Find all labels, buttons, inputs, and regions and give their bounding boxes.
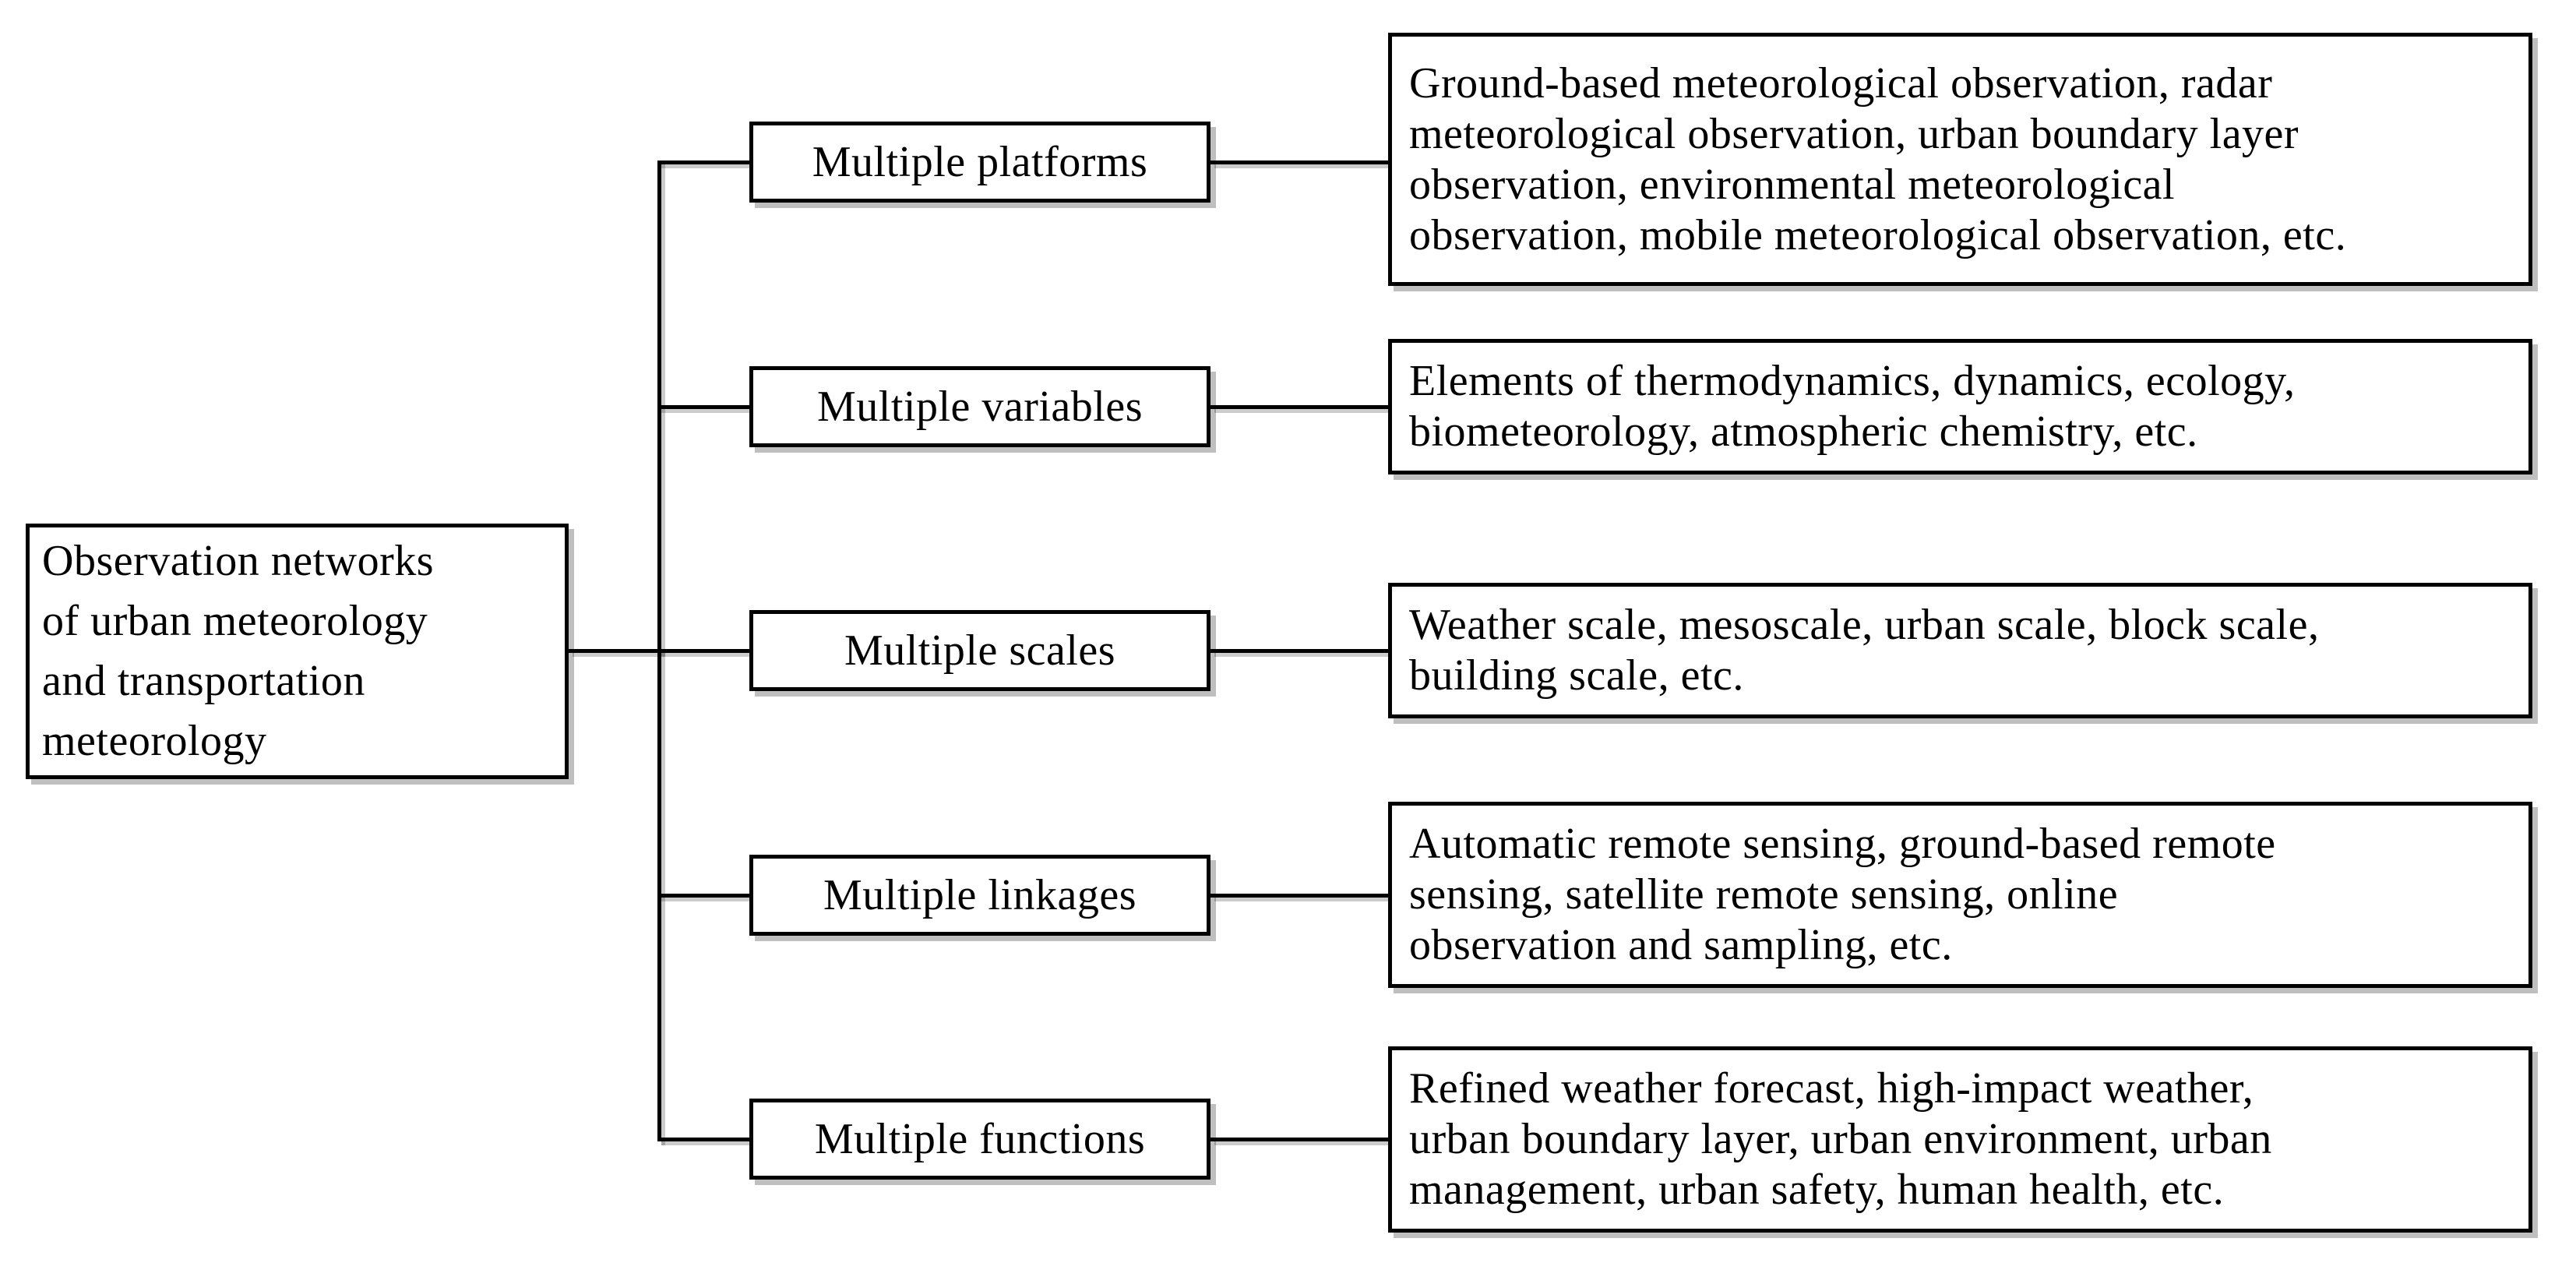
- category-box-scales: Multiple scales: [749, 610, 1210, 691]
- branch-line-right-variables: [1210, 405, 1390, 409]
- description-text-platforms: Ground-based meteorological observation,…: [1409, 58, 2347, 259]
- branch-line-left-linkages: [657, 894, 749, 898]
- branch-line-right-platforms: [1210, 160, 1390, 164]
- category-label-linkages: Multiple linkages: [823, 871, 1136, 919]
- category-box-linkages: Multiple linkages: [749, 855, 1210, 936]
- branch-line-left-platforms: [657, 160, 749, 164]
- category-label-scales: Multiple scales: [844, 626, 1116, 675]
- description-box-linkages: Automatic remote sensing, ground-based r…: [1388, 802, 2532, 988]
- branch-line-right-linkages: [1210, 894, 1390, 898]
- category-label-platforms: Multiple platforms: [812, 138, 1148, 186]
- description-text-scales: Weather scale, mesoscale, urban scale, b…: [1409, 601, 2320, 700]
- root-box: Observation networks of urban meteorolog…: [26, 524, 569, 779]
- branch-line-left-functions: [657, 1138, 749, 1141]
- description-box-scales: Weather scale, mesoscale, urban scale, b…: [1388, 583, 2532, 718]
- description-text-linkages: Automatic remote sensing, ground-based r…: [1409, 820, 2276, 969]
- description-text-functions: Refined weather forecast, high-impact we…: [1409, 1064, 2272, 1214]
- branch-line-right-scales: [1210, 649, 1390, 653]
- category-box-platforms: Multiple platforms: [749, 122, 1210, 203]
- root-to-trunk-line: [569, 649, 661, 653]
- category-label-variables: Multiple variables: [816, 383, 1143, 431]
- description-text-variables: Elements of thermodynamics, dynamics, ec…: [1409, 357, 2296, 456]
- description-box-functions: Refined weather forecast, high-impact we…: [1388, 1046, 2532, 1233]
- branch-line-right-functions: [1210, 1138, 1390, 1141]
- branch-line-left-variables: [657, 405, 749, 409]
- category-box-functions: Multiple functions: [749, 1099, 1210, 1180]
- category-box-variables: Multiple variables: [749, 366, 1210, 447]
- category-label-functions: Multiple functions: [814, 1115, 1146, 1163]
- root-box-text: Observation networks of urban meteorolog…: [42, 537, 435, 765]
- branch-line-left-scales: [657, 649, 749, 653]
- description-box-platforms: Ground-based meteorological observation,…: [1388, 33, 2532, 286]
- description-box-variables: Elements of thermodynamics, dynamics, ec…: [1388, 339, 2532, 474]
